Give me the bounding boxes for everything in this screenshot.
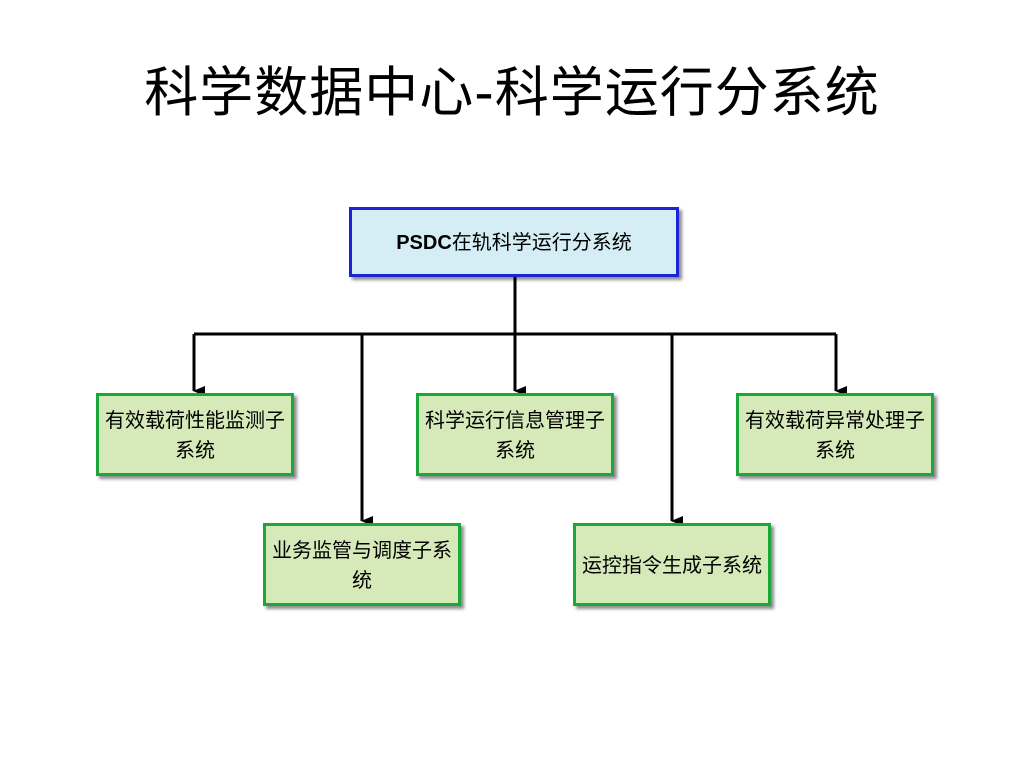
child-node-label: 有效载荷性能监测子系统 <box>105 407 285 462</box>
child-node-command-generation: 运控指令生成子系统 <box>573 523 771 606</box>
child-node-payload-performance-monitoring: 有效载荷性能监测子系统 <box>96 393 294 476</box>
root-node-prefix: PSDC <box>396 231 452 254</box>
child-node-science-ops-info-management: 科学运行信息管理子系统 <box>416 393 614 476</box>
child-node-label: 运控指令生成子系统 <box>582 552 762 577</box>
root-node-label: 在轨科学运行分系统 <box>451 229 632 254</box>
child-node-business-supervision-scheduling: 业务监管与调度子系统 <box>263 523 461 606</box>
child-node-label: 科学运行信息管理子系统 <box>425 407 605 462</box>
child-node-label: 业务监管与调度子系统 <box>272 537 452 592</box>
slide-title: 科学数据中心-科学运行分系统 <box>144 61 880 124</box>
root-node: PSDC在轨科学运行分系统 <box>349 207 679 277</box>
child-node-payload-anomaly-handling: 有效载荷异常处理子系统 <box>736 393 934 476</box>
child-node-label: 有效载荷异常处理子系统 <box>745 407 925 462</box>
